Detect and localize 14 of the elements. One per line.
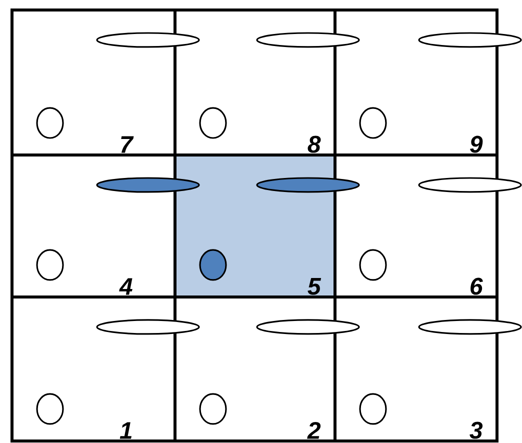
oval-marker (418, 32, 522, 48)
oval-marker (418, 177, 522, 193)
circle-marker (199, 249, 227, 281)
circle-marker (36, 249, 64, 281)
grid-cell: 5 (175, 155, 335, 297)
oval-marker (418, 319, 522, 335)
circle-marker (36, 107, 64, 139)
circle-marker (36, 393, 64, 425)
grid-cell: 4 (12, 155, 175, 297)
circle-marker (199, 107, 227, 139)
circle-marker (359, 107, 387, 139)
circle-marker (199, 393, 227, 425)
circle-marker (359, 249, 387, 281)
circle-marker (359, 393, 387, 425)
